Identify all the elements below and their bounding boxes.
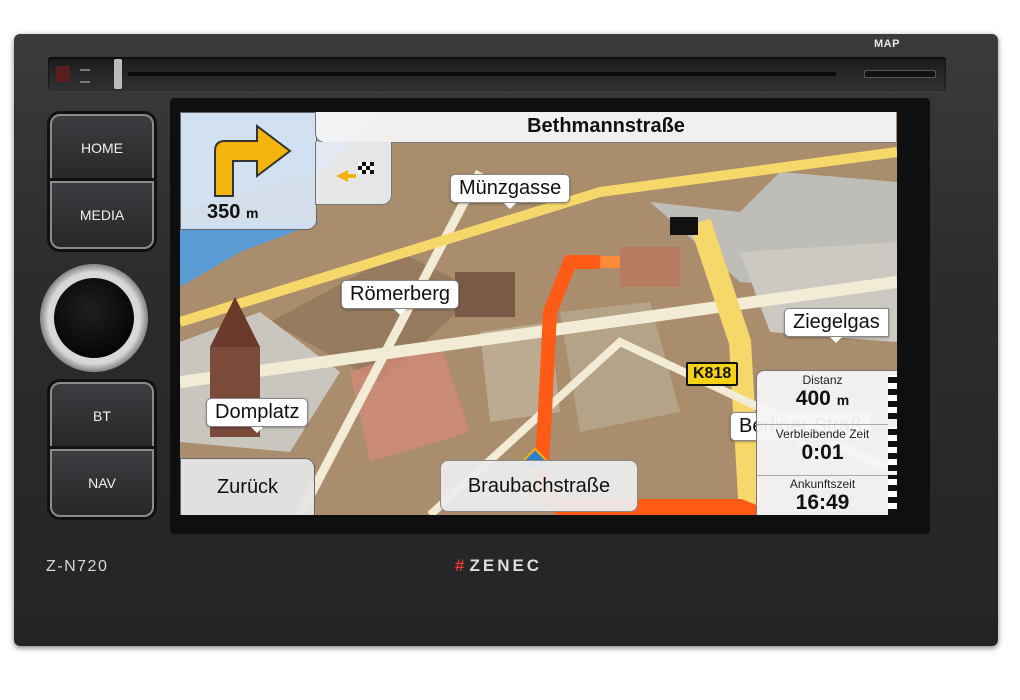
bt-button[interactable]: BT	[50, 382, 154, 450]
current-street-name: Braubachstraße	[440, 460, 638, 512]
poi-label-domplatz[interactable]: Domplatz	[206, 398, 309, 433]
eject-button[interactable]	[114, 59, 122, 89]
distance-value: 400 m	[795, 387, 850, 410]
arrival-time-label: Ankunftszeit	[789, 477, 856, 491]
media-button[interactable]: MEDIA	[50, 181, 154, 249]
destination-flag-icon	[336, 162, 374, 182]
poi-label-ziegelgasse[interactable]: Ziegelgas	[784, 308, 889, 343]
checker-flag-icon	[888, 375, 897, 419]
back-button[interactable]: Zurück	[180, 458, 315, 515]
turn-distance: 350 m	[207, 201, 259, 223]
remaining-time-label: Verbleibende Zeit	[775, 427, 870, 441]
poi-label-muenzgasse[interactable]: Münzgasse	[450, 174, 571, 209]
ir-sensor-icon	[80, 69, 90, 83]
remaining-time-value: 0:01	[801, 441, 844, 464]
next-street-name: Bethmannstraße	[315, 112, 896, 143]
model-label: Z-N720	[46, 558, 109, 575]
turn-instruction-panel[interactable]: 350 m	[180, 112, 317, 230]
sd-card-slot[interactable]	[864, 70, 936, 78]
map-badge: MAP	[874, 38, 900, 50]
navigation-screen[interactable]: 350 m Bethmannstraße Münzgasse Römerberg…	[180, 112, 897, 515]
road-number-badge: K818	[686, 362, 739, 386]
poi-label-roemerberg[interactable]: Römerberg	[341, 280, 460, 315]
distance-label: Distanz	[802, 373, 843, 387]
brand-mark-icon: #	[455, 556, 468, 575]
power-led	[56, 66, 70, 82]
distance-row: Distanz 400 m	[757, 373, 888, 425]
turn-right-arrow-icon	[214, 123, 292, 197]
trip-info-panel[interactable]: Distanz 400 m Verbleibende Zeit 0:01 Ank…	[756, 370, 897, 515]
secondary-turn-panel	[315, 142, 392, 205]
home-button[interactable]: HOME	[50, 114, 154, 182]
remaining-time-row: Verbleibende Zeit 0:01	[757, 427, 888, 476]
nav-button[interactable]: NAV	[50, 449, 154, 517]
arrival-time-row: Ankunftszeit 16:49	[757, 477, 888, 515]
checker-flag-icon	[888, 475, 897, 515]
volume-knob[interactable]	[54, 278, 134, 358]
arrival-time-value: 16:49	[795, 491, 850, 514]
brand-logo: #ZENEC	[455, 556, 543, 575]
disc-slot[interactable]	[48, 57, 946, 91]
disc-slot-opening	[128, 72, 836, 76]
checker-flag-icon	[888, 427, 897, 471]
